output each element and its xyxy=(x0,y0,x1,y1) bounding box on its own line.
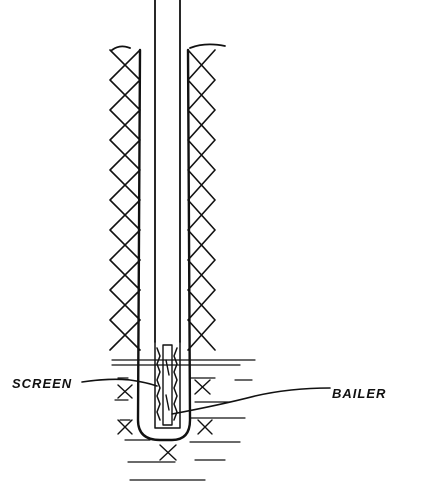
right-soil-hatching xyxy=(187,49,216,351)
saturated-zone-hatching xyxy=(117,379,213,461)
well-casing xyxy=(154,0,181,343)
borehole-wall xyxy=(136,48,192,442)
bailer-leader-line xyxy=(171,387,331,415)
left-soil-hatching xyxy=(109,49,141,351)
bailer xyxy=(162,344,173,426)
ground-surface-marks xyxy=(111,43,226,51)
bailer-label: BAILER xyxy=(332,386,386,401)
water-table-lines xyxy=(111,359,256,481)
well-screen xyxy=(154,341,181,429)
screen-leader-line xyxy=(81,378,158,387)
screen-label: SCREEN xyxy=(12,376,72,391)
